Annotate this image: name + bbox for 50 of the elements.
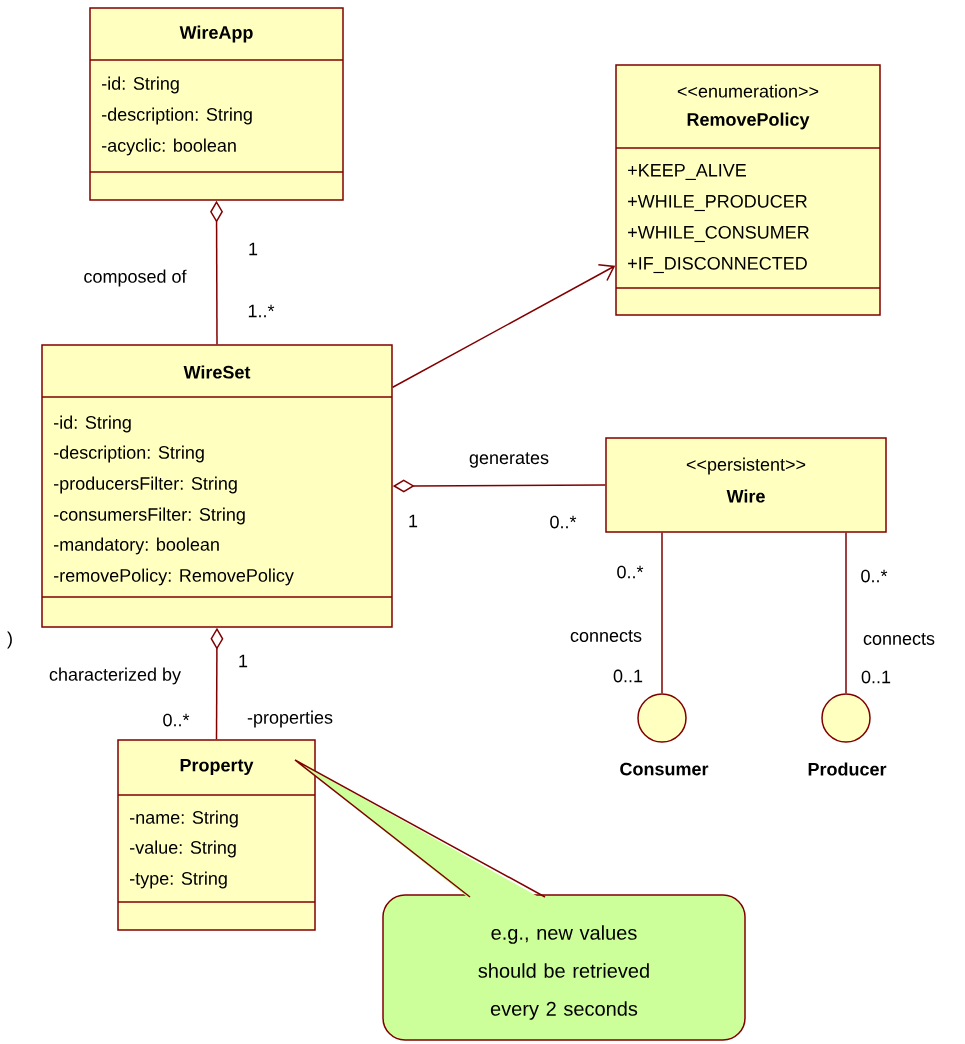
association-line — [845, 532, 847, 694]
class-name: WireApp — [179, 25, 253, 43]
attribute-text: -id: String — [54, 415, 131, 433]
attribute-text: -value: String — [130, 840, 236, 858]
association-line — [392, 263, 616, 388]
multiplicity-label: 1..* — [248, 304, 275, 318]
class-box — [605, 437, 887, 533]
multiplicity-label: 0..* — [617, 565, 644, 579]
class-box — [41, 344, 393, 628]
multiplicity-label: 0..1 — [861, 670, 891, 684]
interface-name: Consumer — [620, 762, 709, 776]
attribute-text: -type: String — [130, 871, 227, 889]
class-box — [615, 64, 881, 316]
attribute-text: -producersFilter: String — [54, 476, 237, 494]
attribute-text: -removePolicy: RemovePolicy — [54, 568, 294, 586]
class-box — [89, 7, 344, 201]
attribute-text: -description: String — [54, 445, 204, 463]
attribute-text: +WHILE_PRODUCER — [628, 194, 807, 212]
edge-label: connects — [569, 629, 643, 643]
class-name: Property — [180, 758, 254, 776]
edge-label: composed of — [82, 268, 188, 288]
attribute-text: -consumersFilter: String — [54, 507, 245, 525]
stereotype: <<persistent>> — [686, 457, 806, 475]
interface-name: Producer — [808, 762, 887, 776]
multiplicity-label: ) — [7, 631, 12, 649]
multiplicity-label: 0..* — [861, 569, 888, 583]
class-name: RemovePolicy — [687, 112, 810, 130]
attribute-text: +KEEP_ALIVE — [628, 164, 746, 180]
association-line — [661, 532, 663, 694]
multiplicity-label: 1 — [409, 514, 418, 528]
multiplicity-label: -properties — [247, 710, 333, 728]
note-callout: e.g., new values should be retrieved every 2 seconds — [382, 894, 746, 1041]
attribute-text: +WHILE_CONSUMER — [628, 225, 809, 243]
stereotype: <<enumeration>> — [677, 84, 819, 98]
multiplicity-label: 1 — [249, 242, 258, 256]
attribute-text: -acyclic: boolean — [102, 138, 236, 156]
class-name: Wire — [726, 489, 765, 503]
multiplicity-label: 0..* — [550, 515, 577, 529]
edge-label: characterized by — [47, 666, 183, 686]
multiplicity-label: 0..1 — [613, 669, 643, 683]
multiplicity-label: 1 — [239, 654, 248, 668]
attribute-text: -name: String — [130, 810, 238, 828]
attribute-text: -id: String — [102, 76, 179, 94]
attribute-text: -description: String — [102, 107, 252, 125]
attribute-text: +IF_DISCONNECTED — [628, 256, 807, 274]
class-box — [117, 739, 316, 931]
attribute-text: -mandatory: boolean — [54, 537, 219, 555]
edge-label: connects — [862, 632, 936, 646]
edge-label: generates — [467, 451, 551, 469]
class-name: WireSet — [183, 365, 251, 379]
